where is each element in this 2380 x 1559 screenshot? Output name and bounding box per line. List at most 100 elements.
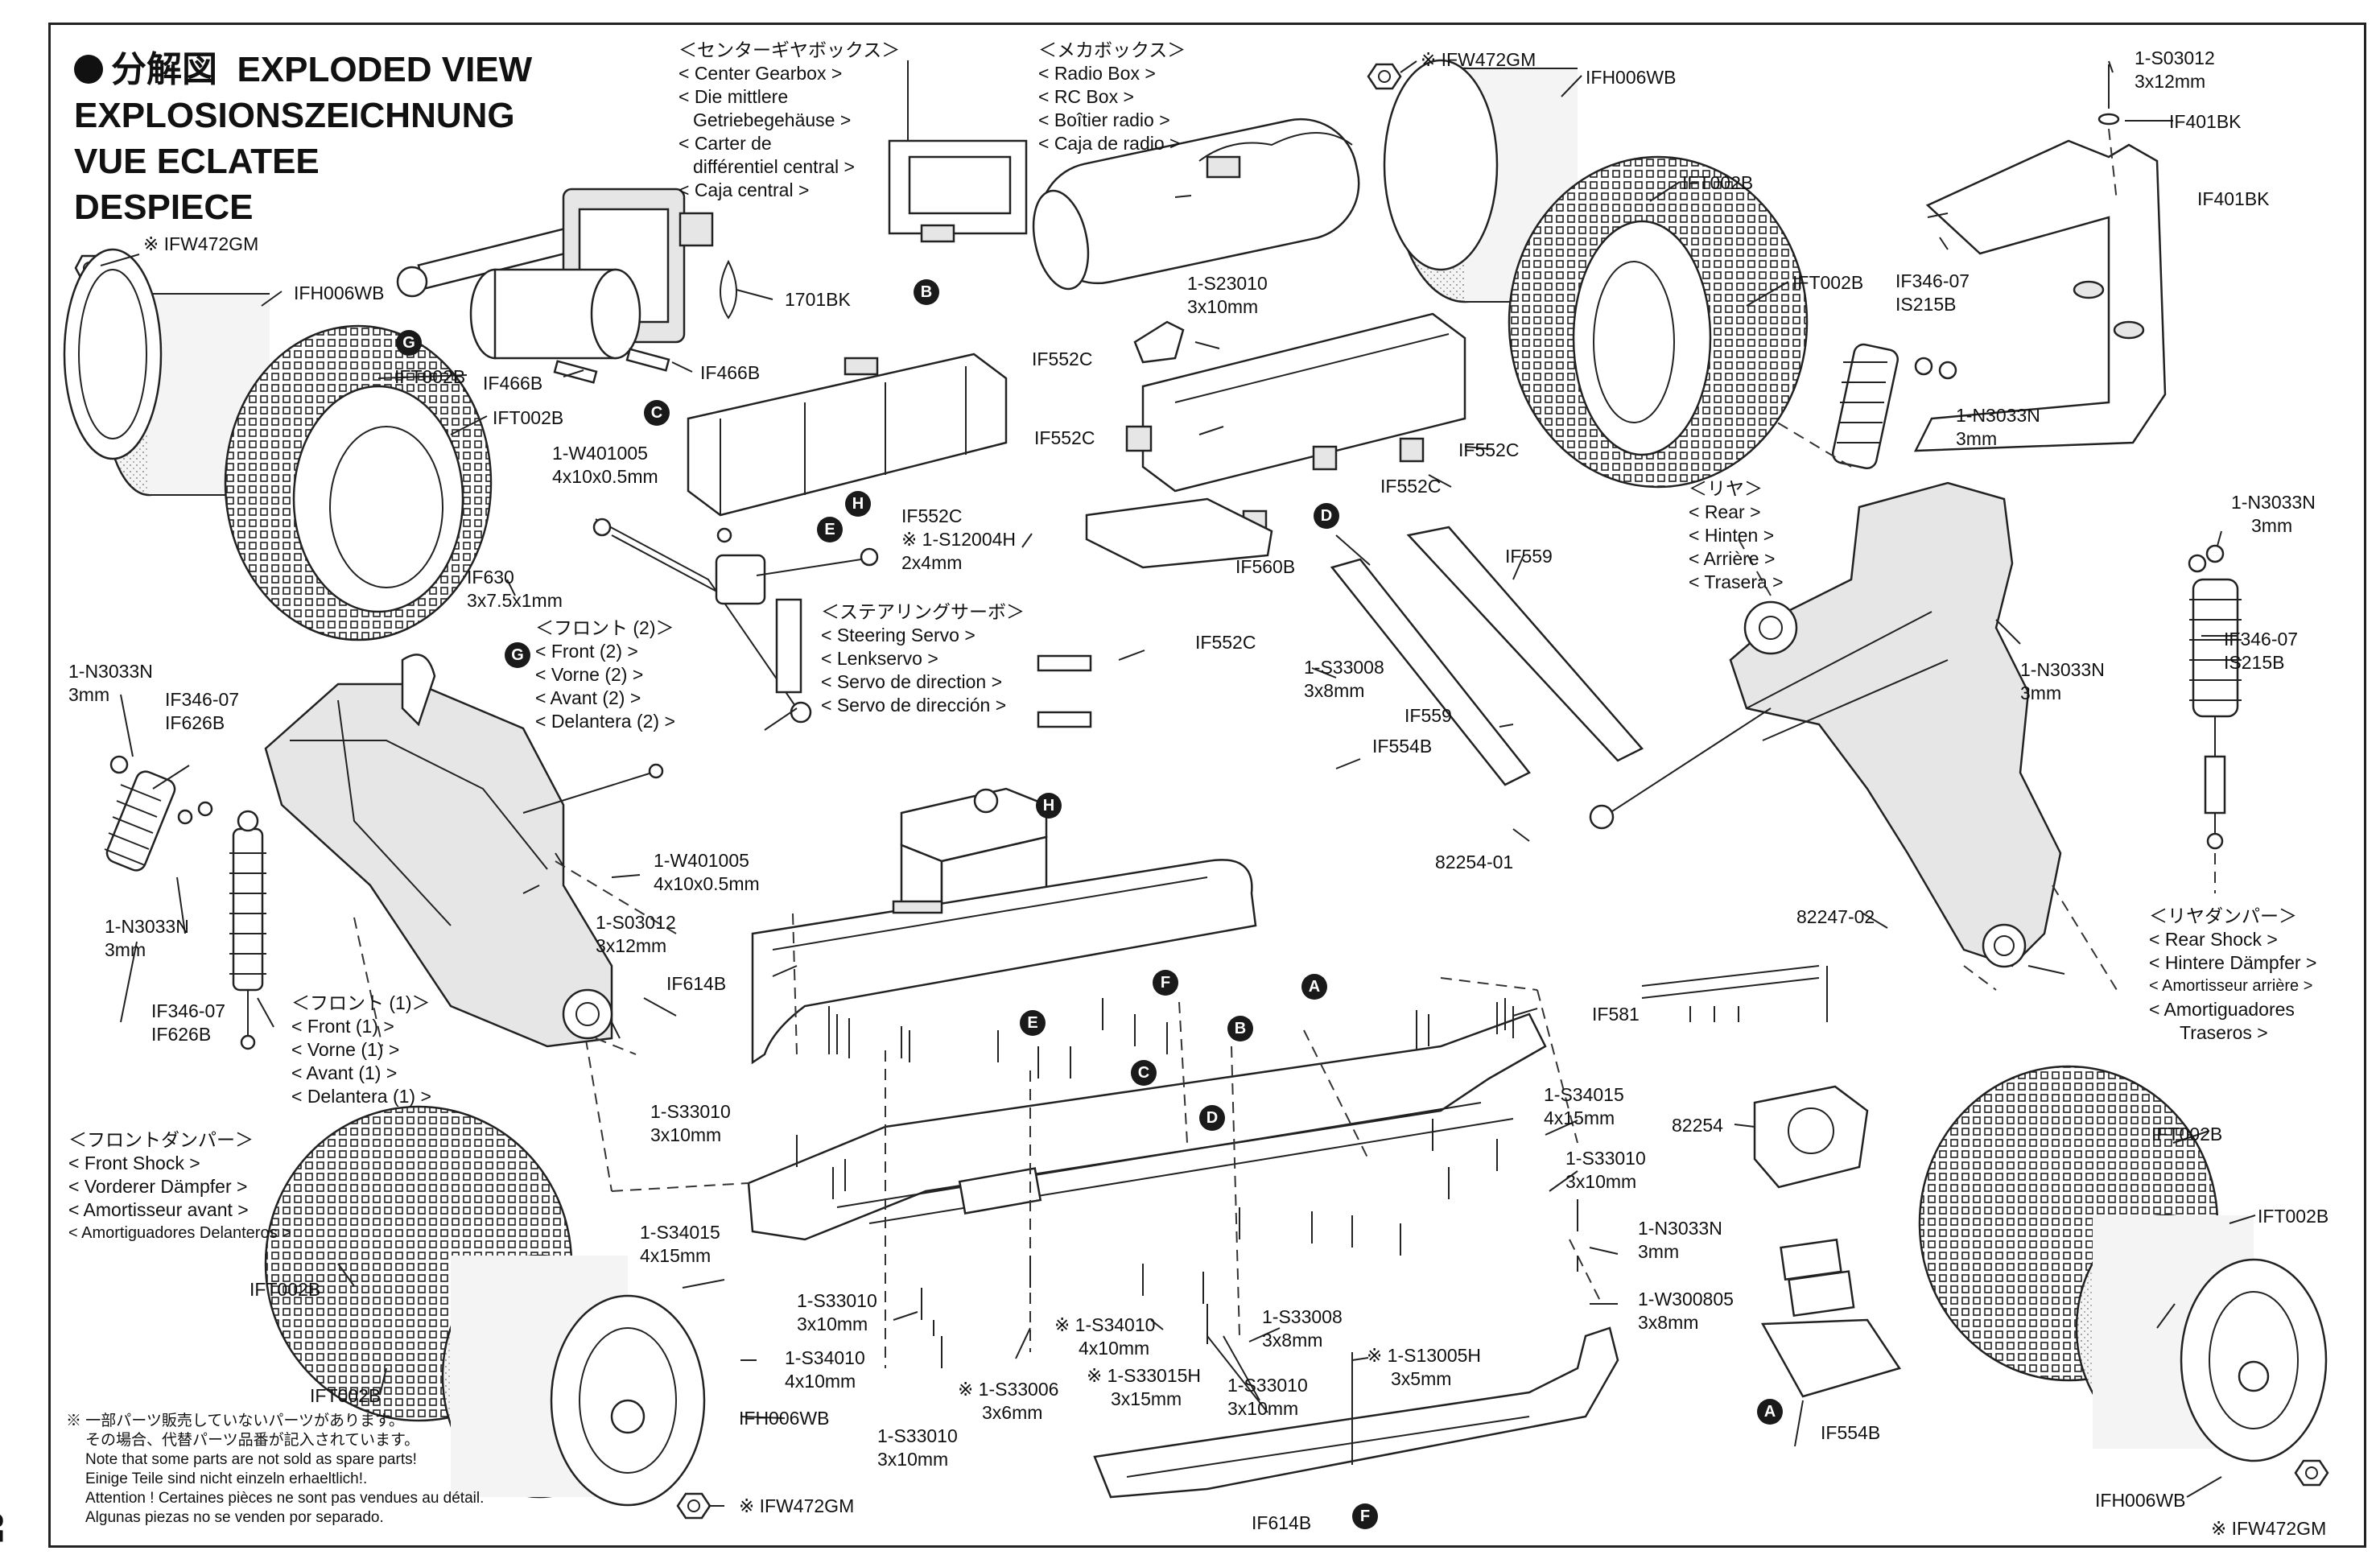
label-ift002b-top-left-b: IFT002B	[493, 407, 564, 428]
front-suspension-drawing	[264, 654, 677, 1055]
label-ift002b-bottom-left-a: IFT002B	[250, 1279, 321, 1300]
label-if559-b: IF559	[1404, 705, 1452, 726]
front-shocks-drawing	[104, 755, 266, 1050]
spare-parts-note: ※ 一部パーツ販売していないパーツがあります。 その場合、代替パーツ品番が記入さ…	[66, 1413, 485, 1526]
side-guard-right-drawing	[1093, 1326, 1619, 1499]
label-82247-02: 82247-02	[1796, 906, 1875, 927]
label-rear-shock: ＜リヤダンパー＞ < Rear Shock > < Hintere Dämpfe…	[2149, 905, 2317, 1043]
badge-h-servo: H	[1036, 793, 1062, 819]
label-if559-a: IF559	[1505, 546, 1553, 567]
badge-g-front: G	[505, 642, 530, 668]
label-ift002b-bottom-right-b: IFT002B	[2258, 1206, 2329, 1227]
label-if552c-e: IF552C	[1195, 632, 1256, 653]
screws-drawing	[796, 998, 1578, 1384]
title-jp: 分解図	[111, 50, 217, 89]
badge-a-esc: A	[1757, 1399, 1783, 1425]
label-front-1: ＜フロント (1)＞ < Front (1) > < Vorne (1) > <…	[291, 992, 431, 1107]
radio-tray-drawing	[1085, 312, 1466, 569]
label-ifw472gm-bottom-right: ※ IFW472GM	[2211, 1518, 2327, 1539]
badge-c-gearbox: C	[644, 400, 670, 426]
page-frame	[48, 23, 2366, 1548]
label-ift002b-top-right-a: IFT002B	[1682, 172, 1754, 193]
label-if614b-a: IF614B	[666, 973, 727, 994]
badge-h-top: H	[845, 491, 871, 517]
label-if466b-b: IF466B	[700, 362, 761, 383]
side-guard-left-drawing	[751, 859, 1257, 1065]
badge-b-chassis: B	[1227, 1016, 1253, 1041]
label-ift002b-top-left-a: IFT002B	[394, 366, 466, 387]
wheel-bottom-left	[264, 1105, 712, 1520]
center-gearbox-drawing	[396, 188, 737, 384]
badge-e-top: E	[817, 517, 843, 542]
label-if552c-c: IF552C	[1458, 439, 1520, 460]
label-if552c-d: IF552C	[1380, 476, 1442, 497]
battery-holder-drawing	[687, 353, 1008, 517]
rear-suspension-drawing	[1589, 343, 2118, 991]
label-1701bk: 1701BK	[785, 289, 851, 310]
label-if554b-b: IF554B	[1821, 1422, 1881, 1443]
label-ifh006wb-top-left: IFH006WB	[294, 283, 385, 303]
title-es: DESPIECE	[74, 188, 254, 227]
label-if552c-b: IF552C	[1034, 427, 1095, 448]
badge-g-top: G	[396, 330, 422, 356]
label-front-2: ＜フロント (2)＞ < Front (2) > < Vorne (2) > <…	[535, 617, 675, 732]
label-if552c-a: IF552C	[1032, 349, 1093, 369]
radio-box-drawing	[888, 60, 1028, 243]
label-steering-servo: ＜ステアリングサーボ＞ < Steering Servo > < Lenkser…	[821, 601, 1025, 716]
wheel-top-right	[1367, 59, 1809, 489]
esc-drawing	[1641, 965, 1901, 1398]
label-ift002b-top-right-b: IFT002B	[1792, 272, 1864, 293]
badge-d-tray: D	[1314, 503, 1339, 529]
label-ifh006wb-bottom-right: IFH006WB	[2095, 1490, 2186, 1511]
label-if581: IF581	[1592, 1004, 1640, 1025]
rear-wing-drawing	[1913, 64, 2167, 452]
badge-c-chassis: C	[1131, 1060, 1157, 1086]
bullet-icon	[74, 55, 103, 84]
rear-shock-drawing	[2188, 544, 2242, 893]
label-ifw472gm-bottom-left: ※ IFW472GM	[739, 1495, 855, 1516]
chassis-plates-drawing	[579, 913, 1602, 1368]
label-radio-box: ＜メカボックス＞ < Radio Box > < RC Box > < Boît…	[1038, 39, 1186, 154]
battery-pack-drawing	[1032, 118, 1360, 291]
label-82254-01: 82254-01	[1435, 852, 1514, 872]
label-if560b: IF560B	[1235, 556, 1296, 577]
badge-d-chassis: D	[1199, 1105, 1225, 1131]
page-title: 分解図 EXPLODED VIEW EXPLOSIONSZEICHNUNG VU…	[74, 47, 532, 230]
label-center-gearbox: ＜センターギヤボックス＞ < Center Gearbox > < Die mi…	[679, 39, 901, 200]
label-ifw472gm-top-right: ※ IFW472GM	[1421, 49, 1536, 70]
label-front-shock: ＜フロントダンパー＞ < Front Shock > < Vorderer Dä…	[68, 1129, 291, 1242]
badge-f-chassis: F	[1153, 970, 1178, 996]
badge-a-chassis: A	[1301, 974, 1327, 1000]
label-82254: 82254	[1672, 1115, 1723, 1136]
label-ifh006wb-bottom-left: IFH006WB	[739, 1408, 830, 1429]
wheel-bottom-right	[1918, 1065, 2329, 1487]
